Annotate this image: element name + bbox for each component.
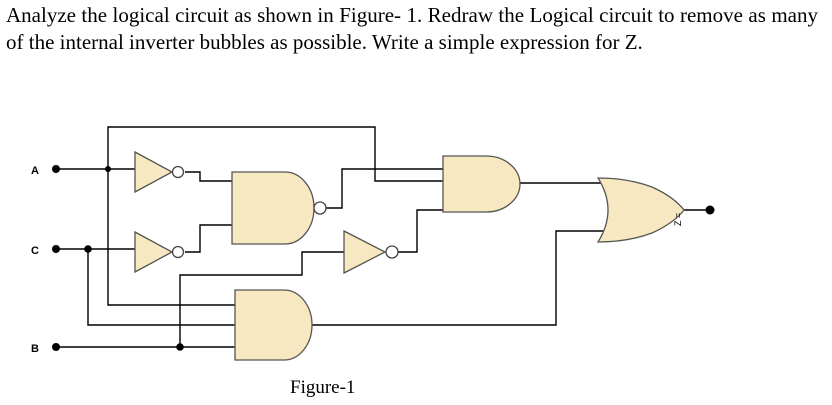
wire-nand-to-and-2 <box>326 168 443 209</box>
input-c-terminal: C <box>31 245 60 257</box>
input-a-label: A <box>31 165 39 177</box>
wire-inv2-to-nand <box>185 224 232 253</box>
junction-dot-a <box>105 166 111 172</box>
input-c-label: C <box>31 245 39 257</box>
output-z-label: Z = <box>673 213 683 226</box>
nand-gate <box>231 171 327 245</box>
and-gate-3 <box>234 289 313 361</box>
inverter-gate-3 <box>343 229 399 275</box>
junction-dot-c <box>84 245 92 253</box>
input-a-terminal: A <box>31 165 60 177</box>
wire-c-to-and-3 <box>87 249 235 326</box>
wire-and-3-to-or <box>312 230 608 326</box>
junction-dots <box>84 166 184 351</box>
question-text: Analyze the logical circuit as shown in … <box>6 3 818 54</box>
wire-inv3-to-and-2 <box>398 209 443 253</box>
junction-dot-b <box>176 343 184 351</box>
wire-a-to-and-3 <box>107 169 235 306</box>
output-z-terminal: Z = <box>673 205 715 226</box>
wire-b-to-inverter-3 <box>179 251 344 347</box>
input-b-label: B <box>31 343 39 355</box>
circuit-wires <box>58 126 708 348</box>
figure-caption: Figure-1 <box>290 377 356 398</box>
input-b-terminal: B <box>31 343 60 355</box>
inverter-gate-2 <box>134 230 185 274</box>
wire-a-to-and-2 <box>107 126 443 182</box>
wire-inv1-to-nand <box>185 171 232 182</box>
or-gate <box>596 177 685 243</box>
and-gate-2 <box>442 155 521 213</box>
inverter-gate-1 <box>134 150 185 194</box>
